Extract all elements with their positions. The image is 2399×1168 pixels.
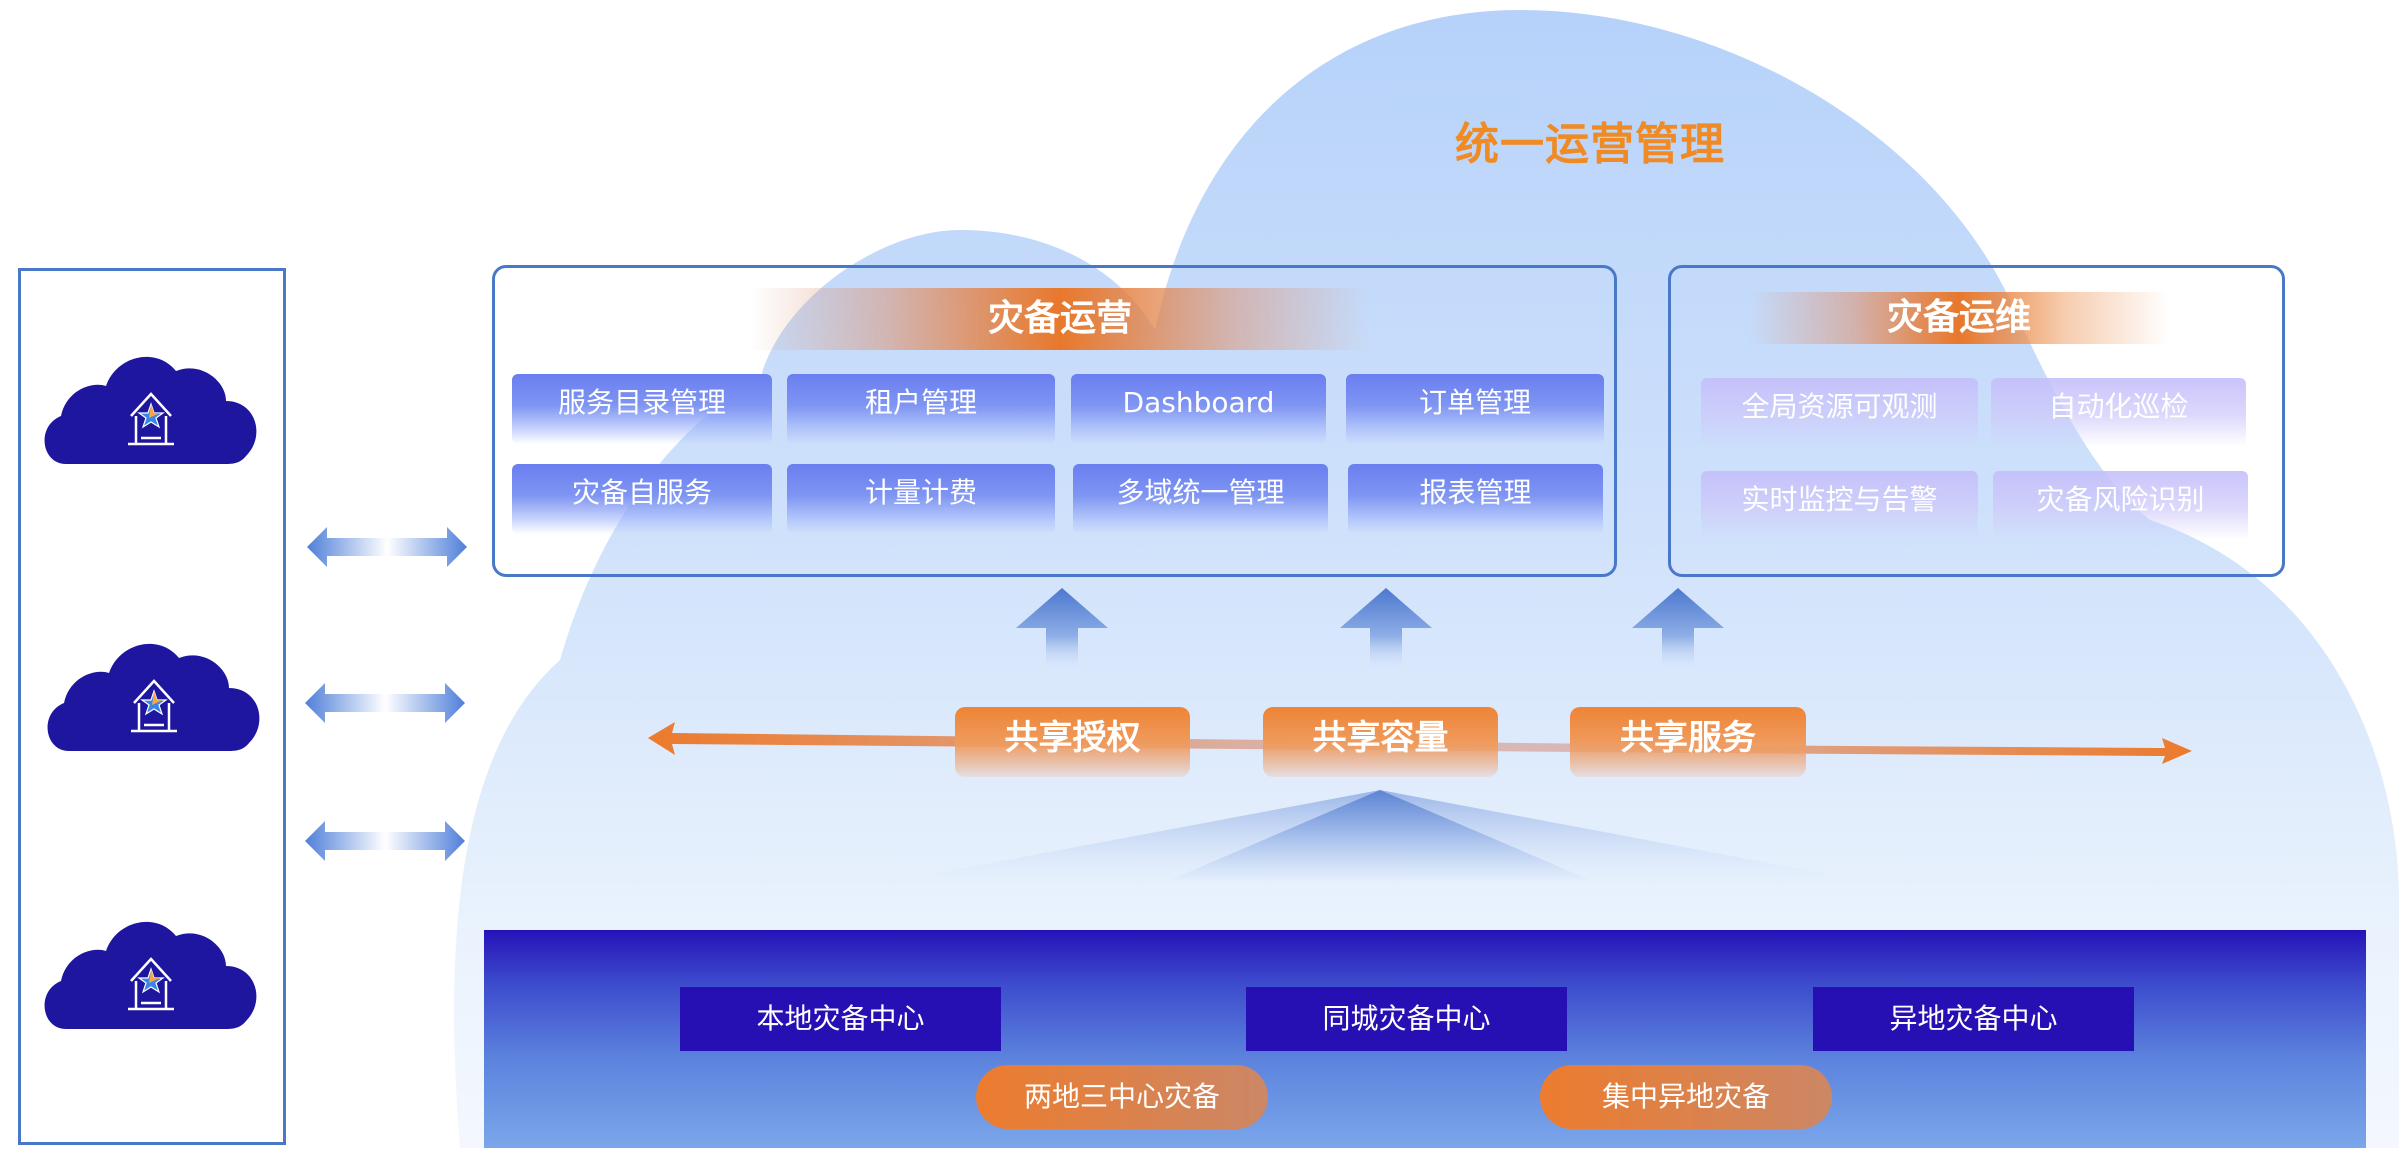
diagram-title: 统一运营管理 [1455,119,1725,170]
fan-shape-inner [1170,790,1590,880]
ops-item-service-catalog[interactable]: 服务目录管理 [512,374,772,444]
maint-item-monitoring-alerts[interactable]: 实时监控与告警 [1701,471,1978,539]
left-cloud-panel [18,268,286,1145]
up-arrow-icon [1016,588,1108,668]
up-arrow-icon [1632,588,1724,668]
cloud-home-star-icon [44,921,257,1029]
center-same-city[interactable]: 同城灾备中心 [1246,987,1567,1051]
mode-two-sites-three-centers[interactable]: 两地三中心灾备 [976,1065,1268,1129]
ops-item-metering[interactable]: 计量计费 [787,464,1055,534]
ops-item-dashboard[interactable]: Dashboard [1071,374,1326,444]
bidirectional-arrow-icon [307,527,467,567]
bidirectional-arrow-icon [305,683,465,723]
infrastructure-band: 本地灾备中心 同城灾备中心 异地灾备中心 两地三中心灾备 集中异地灾备 [484,930,2366,1148]
ops-item-tenant[interactable]: 租户管理 [787,374,1055,444]
shared-services[interactable]: 共享服务 [1570,707,1806,777]
operations-header: 灾备运营 [750,288,1370,350]
ops-item-orders[interactable]: 订单管理 [1346,374,1604,444]
cloud-home-star-icon [44,356,257,464]
ops-item-multi-domain[interactable]: 多域统一管理 [1073,464,1328,534]
ops-item-self-service[interactable]: 灾备自服务 [512,464,772,534]
maint-item-observability[interactable]: 全局资源可观测 [1701,378,1978,446]
maint-item-auto-inspection[interactable]: 自动化巡检 [1991,378,2246,446]
center-local[interactable]: 本地灾备中心 [680,987,1001,1051]
maintenance-header: 灾备运维 [1749,292,2169,344]
up-arrow-icon [1340,588,1432,668]
bidirectional-arrow-icon [305,821,465,861]
maint-item-risk-identification[interactable]: 灾备风险识别 [1993,471,2248,539]
cloud-home-star-icon [47,643,260,751]
shared-capacity[interactable]: 共享容量 [1263,707,1498,777]
center-remote[interactable]: 异地灾备中心 [1813,987,2134,1051]
operations-panel: 灾备运营 服务目录管理 租户管理 Dashboard 订单管理 灾备自服务 计量… [492,265,1617,577]
mode-centralized-remote[interactable]: 集中异地灾备 [1540,1065,1832,1129]
ops-item-reports[interactable]: 报表管理 [1348,464,1603,534]
maintenance-panel: 灾备运维 全局资源可观测 自动化巡检 实时监控与告警 灾备风险识别 [1668,265,2285,577]
shared-license[interactable]: 共享授权 [955,707,1190,777]
